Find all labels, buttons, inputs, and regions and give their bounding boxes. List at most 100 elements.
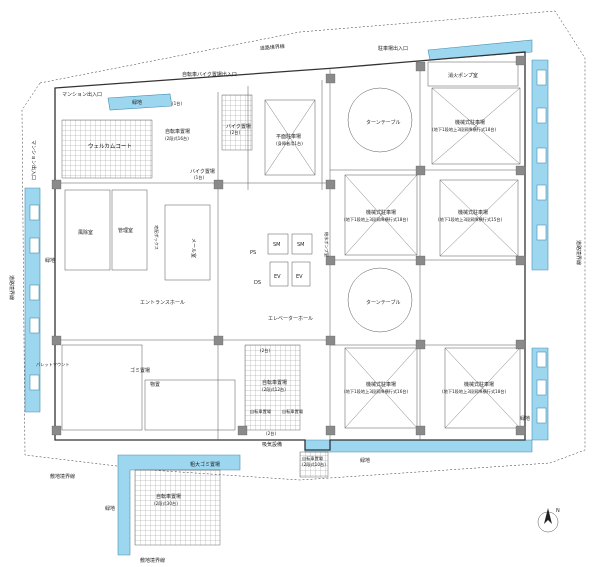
- mech-parking-box-2: [344, 174, 418, 256]
- turntable-2: [347, 267, 413, 333]
- green-5-label: 緑地: [105, 505, 115, 512]
- green-strip-top: [107, 93, 173, 111]
- bike-parking-6-label: 自転車置場: [302, 455, 324, 462]
- trash-room: [61, 344, 143, 431]
- air-intake-label: 吸気設備: [262, 441, 282, 448]
- elevator-1: [269, 261, 289, 287]
- green-2-label: 緑地: [45, 257, 55, 264]
- turntable-1-label: ターンテーブル: [366, 119, 400, 126]
- trees-left: [29, 204, 40, 391]
- bike-parking-1-label: 自転車置場: [165, 128, 190, 135]
- sm-2-label: SM: [297, 242, 305, 248]
- pallet-mount-label: パレットマウント: [36, 361, 70, 368]
- mech-parking-5-label: 機械式駐車場: [464, 381, 494, 388]
- ev-1-label: EV: [274, 274, 281, 280]
- green-strip-bottom: [304, 439, 533, 453]
- motorbike-2-label: バイク置場: [190, 168, 215, 175]
- mech-parking-box-5: [444, 347, 521, 429]
- green-strip-top-right: [427, 39, 533, 61]
- flat-parking-label: 平面駐車場: [276, 133, 301, 140]
- welcome-court-label: ウェルカムコート: [88, 142, 132, 150]
- boundary-bottom-label-1: 敷地境界線: [50, 473, 75, 480]
- mech-parking-5-note: (地下1段地上3段昇降横行式18台): [442, 388, 507, 395]
- bike-parking-2-label: 自転車置場: [262, 379, 287, 386]
- management-room: [111, 189, 148, 271]
- columns: [51, 55, 526, 436]
- pump-room-label: 消火ポンプ室: [448, 72, 478, 79]
- welcome-court: [61, 119, 153, 179]
- mech-parking-box-1: [431, 87, 521, 165]
- mech-parking-1-label: 機械式駐車場: [455, 119, 485, 126]
- mail-room: [164, 204, 211, 281]
- mech-parking-4-note: (地下1段地上3段昇降横行式16台): [344, 388, 409, 395]
- boundary-left-label: 道路境界線: [8, 275, 15, 300]
- mech-parking-4-label: 機械式駐車場: [366, 381, 396, 388]
- count-label-1: (1台): [172, 100, 182, 107]
- bike-parking-5-label: 自転車置場: [282, 408, 304, 415]
- sm-box-2: [291, 233, 313, 255]
- mansion-entrance-left-label: マンション出入口: [30, 140, 37, 180]
- mech-parking-1-note: (地下1段地上3段昇降横行式18台): [432, 126, 497, 133]
- wind-room: [64, 189, 111, 271]
- bike-rack-top: [221, 94, 253, 151]
- mech-parking-2-label: 機械式駐車場: [366, 209, 396, 216]
- trash-room-label: ゴミ置場: [130, 367, 150, 374]
- green-3-label: 緑地: [520, 415, 530, 422]
- storage-label: 物置: [150, 381, 160, 388]
- bike-parking-1-note: (2段式16台): [165, 135, 189, 142]
- bike-parking-3-note: (2段式30台): [154, 500, 178, 507]
- sm-1-label: SM: [273, 242, 281, 248]
- mech-parking-2-note: (地下1段地上3段昇降横行式18台): [344, 216, 409, 223]
- green-1-label: 緑地: [132, 99, 142, 106]
- bike-parking-3-label: 自転車置場: [156, 493, 181, 500]
- bike-parking-2-note: (2段式12台): [262, 386, 286, 393]
- elevator-hall-label: エレベーターホール: [268, 315, 313, 322]
- mail-room-label: メール室: [190, 238, 197, 258]
- management-room-label: 管理室: [118, 227, 133, 234]
- bike-rack-mid: [244, 344, 301, 431]
- boundary-bottom-label-2: 敷地境界線: [140, 557, 165, 564]
- ds-label: DS: [254, 280, 261, 286]
- ps-label: PS: [250, 250, 256, 256]
- motorbike-2-note: (1台): [194, 174, 204, 181]
- mech-parking-box-4: [344, 347, 418, 429]
- compass: N: [537, 508, 560, 533]
- bike-parking-4-label: 自転車置場: [250, 408, 272, 415]
- turntable-2-label: ターンテーブル: [366, 299, 400, 306]
- turntable-1: [347, 87, 413, 153]
- bulky-trash-label: 粗大ゴミ置場: [190, 461, 220, 468]
- green-4-label: 緑地: [360, 457, 370, 464]
- bike-rack-bottom: [134, 469, 221, 546]
- building-outline: [54, 51, 526, 451]
- count-label-2: (2台): [260, 347, 270, 354]
- ev-2-label: EV: [296, 274, 303, 280]
- compass-label: N: [556, 508, 560, 514]
- storage-room: [144, 379, 236, 431]
- entrance-hall-label: エントランスホール: [140, 300, 185, 306]
- mech-parking-box-3: [439, 179, 519, 257]
- green-strip-bottom-left: [117, 454, 241, 556]
- count-label-3: (2台): [266, 430, 276, 437]
- elevator-2: [291, 261, 311, 287]
- mech-parking-3-label: 機械式駐車場: [458, 209, 488, 216]
- delivery-box-label: 宅配ボックス: [153, 225, 160, 250]
- mansion-entrance-top-label: マンション出入口: [62, 91, 102, 98]
- motorbike-1-label: バイク置場: [226, 123, 251, 130]
- site-boundary: [21, 10, 586, 481]
- bike-parking-6-note: (2段式10台): [302, 461, 326, 468]
- flat-parking-box: [264, 99, 316, 176]
- motorbike-1-note: (2台): [230, 129, 240, 136]
- bike-entrance-label: 自転車バイク置場出入口: [182, 71, 237, 78]
- trees-right: [536, 69, 547, 424]
- water-pump-label: 給水ポンプ室: [323, 232, 330, 257]
- flat-parking-note: (身障者用1台): [276, 140, 303, 147]
- mech-parking-3-note: (地下1段地上3段昇降横行式15台): [438, 216, 503, 223]
- pump-room: [427, 61, 519, 87]
- parking-entrance-label: 駐車場出入口: [378, 45, 408, 52]
- boundary-right-label: 道路境界線: [575, 240, 582, 265]
- sm-box-1: [267, 233, 289, 255]
- bike-rack-small: [299, 451, 329, 478]
- boundary-top-label: 道路境界線: [260, 43, 286, 52]
- wind-room-label: 風除室: [78, 229, 93, 236]
